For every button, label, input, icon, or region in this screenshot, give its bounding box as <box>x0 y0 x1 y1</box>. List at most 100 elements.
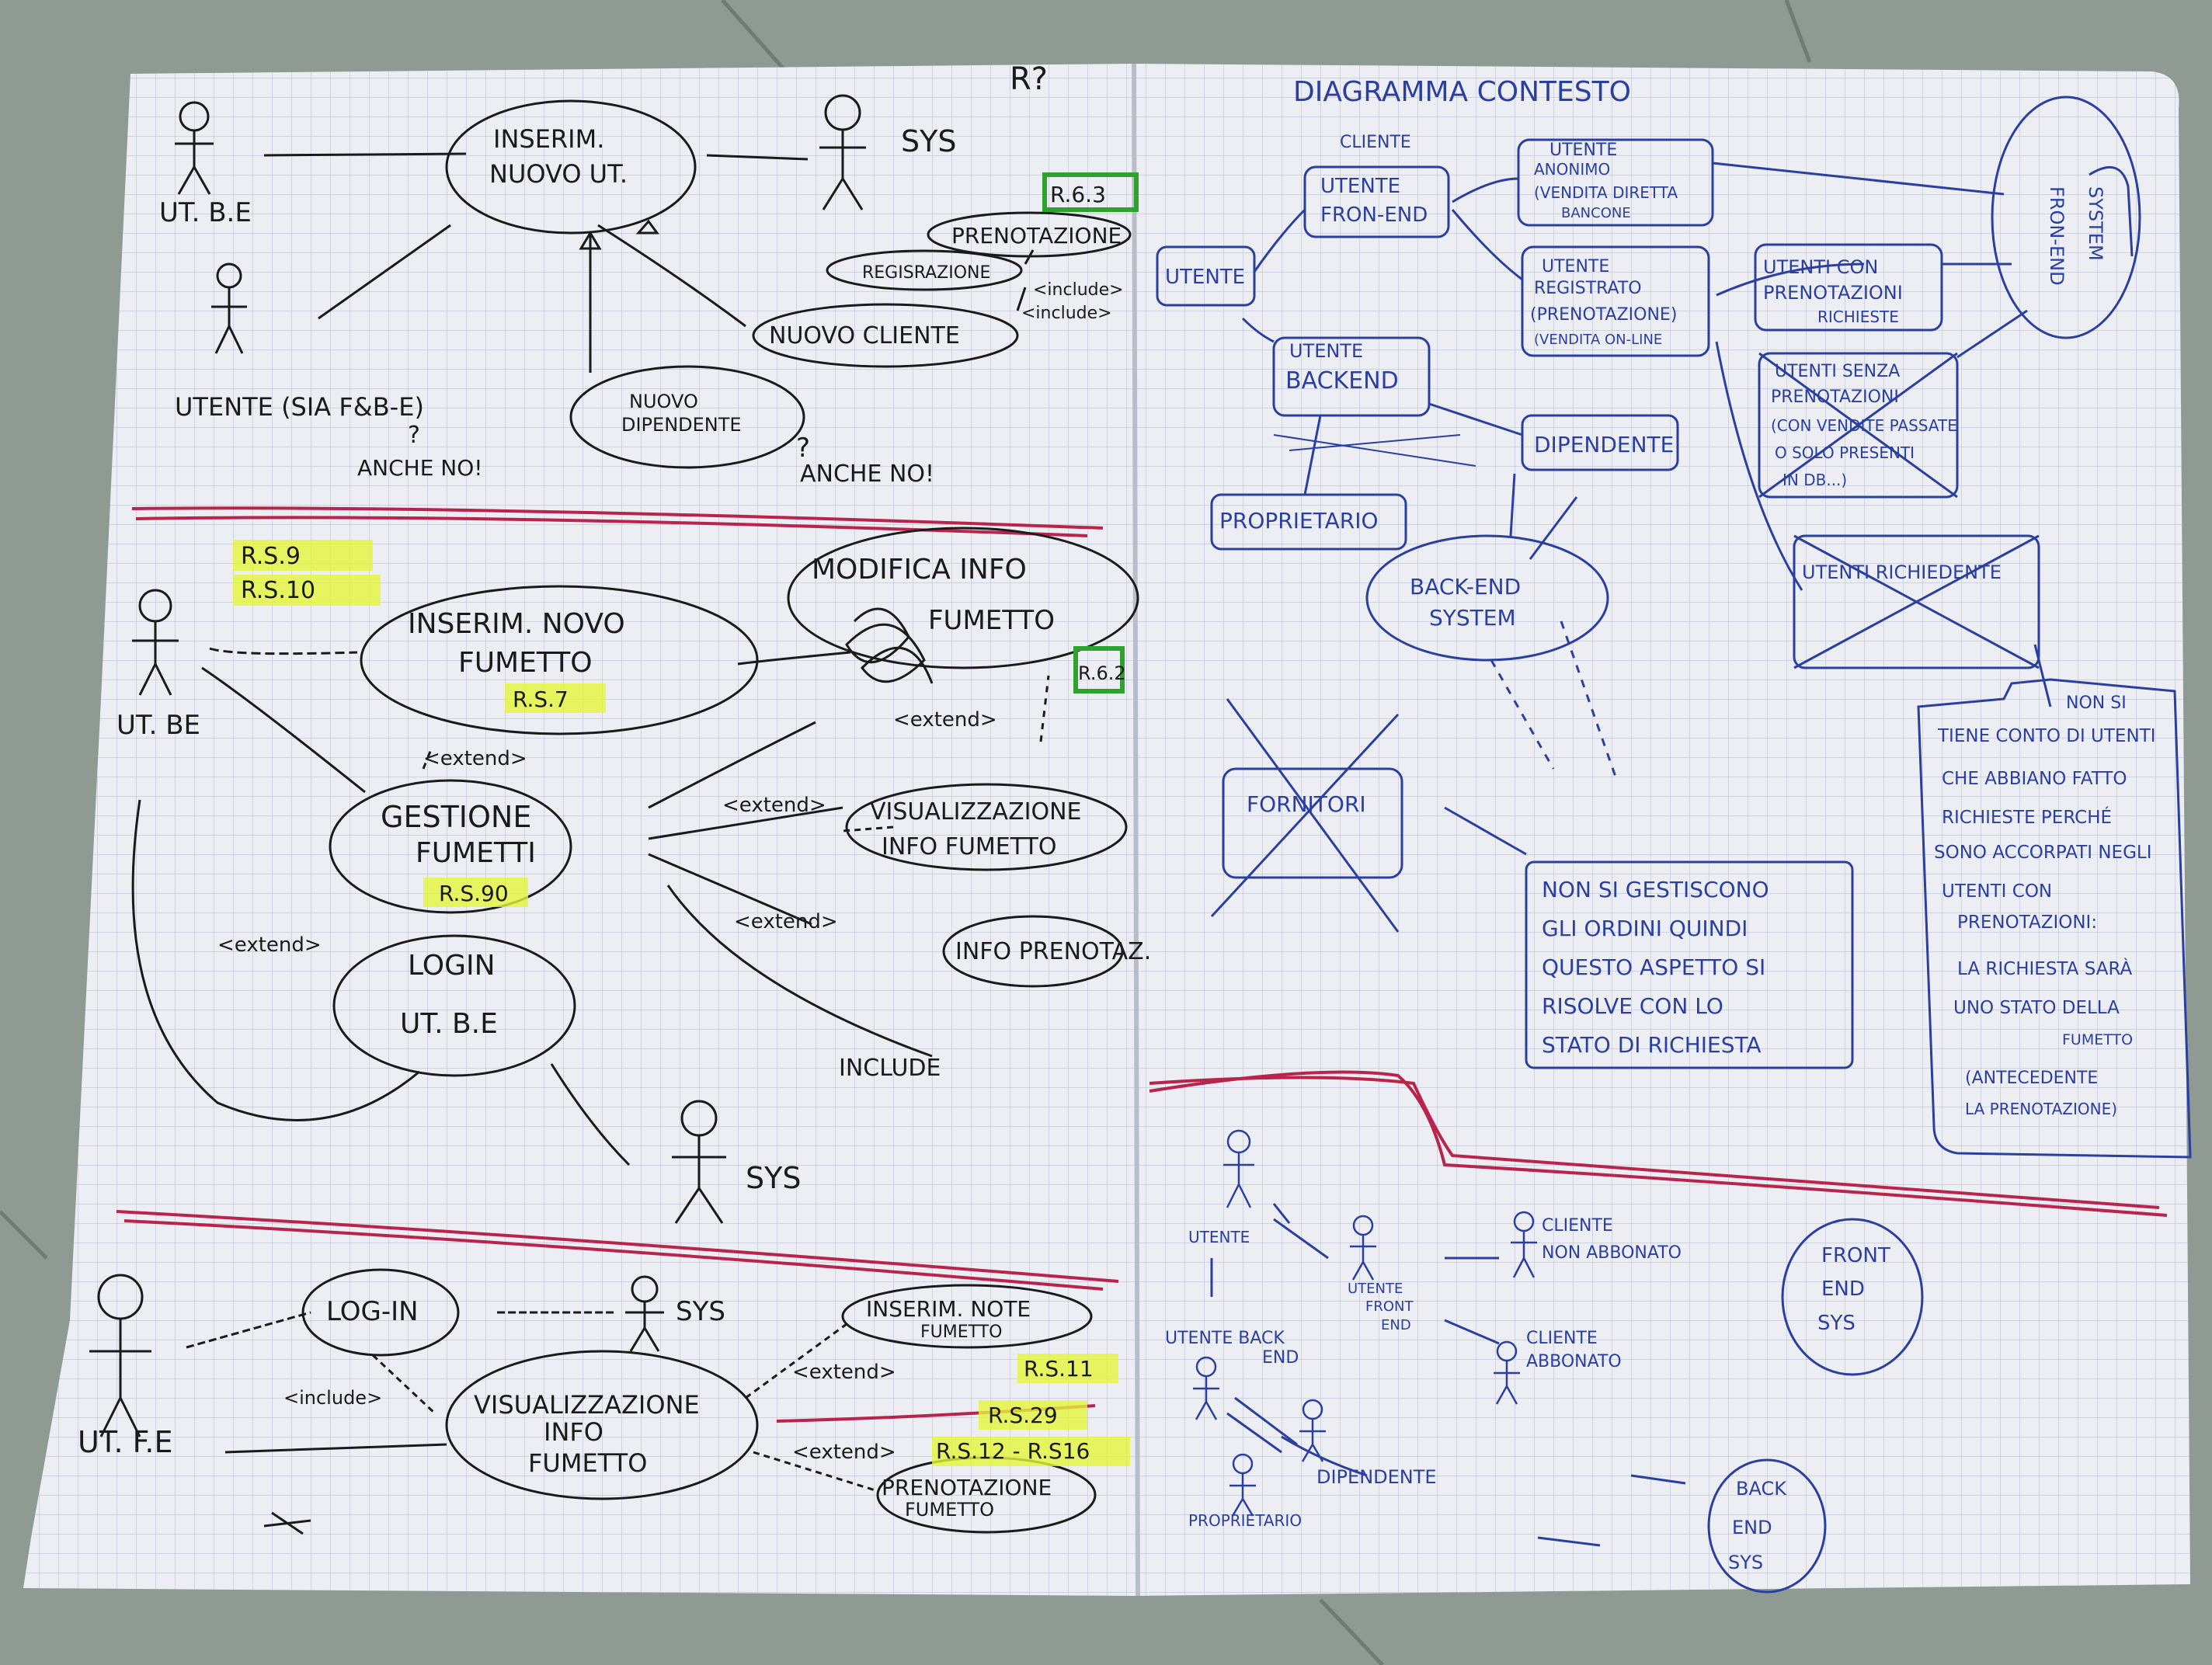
utente-backend-line1: UTENTE <box>1289 340 1363 362</box>
include-label-fe: <include> <box>283 1387 382 1409</box>
hl-rs7: R.S.7 <box>513 687 569 712</box>
uc-inserim-line1: INSERIM. <box>493 124 604 154</box>
actor-sys-2-label: SYS <box>746 1161 801 1195</box>
bottom-front-sys-2: END <box>1821 1277 1865 1301</box>
scribble-include: INCLUDE <box>839 1055 941 1082</box>
cliente-label: CLIENTE <box>1340 133 1411 152</box>
actor-utente-label: UTENTE (SIA F&B-E) <box>175 392 424 422</box>
uc-note-line1: INSERIM. NOTE <box>866 1296 1031 1322</box>
hl-rs10: R.S.10 <box>241 577 315 604</box>
left-actors <box>89 94 866 1437</box>
dipendente-box: DIPENDENTE <box>1534 432 1674 457</box>
label-r-question: R? <box>1010 61 1048 97</box>
bottom-utente-front-1: UTENTE <box>1348 1281 1403 1297</box>
uc-inserim-line2: NUOVO UT. <box>489 159 628 189</box>
diagram-title: DIAGRAMMA CONTESTO <box>1293 76 1631 108</box>
left-page-ink <box>131 99 1139 1535</box>
backend-system-line1: BACK-END <box>1410 574 1521 600</box>
actor-sys-label: SYS <box>901 124 956 158</box>
hl-rs12-rs16: R.S.12 - R.S16 <box>936 1438 1090 1464</box>
uc-login-fe: LOG-IN <box>326 1296 419 1327</box>
crossed-richiedente: UTENTI RICHIEDENTE <box>1802 561 2002 583</box>
crossed-senza-line3: (CON VENDITE PASSATE <box>1771 416 1957 435</box>
utente-front-line1: UTENTE <box>1320 175 1400 198</box>
bottom-dipendente: DIPENDENTE <box>1316 1466 1437 1488</box>
note-question-1: ? <box>408 422 420 449</box>
note-right-2: CHE ABBIANO FATTO <box>1942 769 2127 789</box>
extend-label-1: <extend> <box>423 747 527 770</box>
bottom-front-sys-3: SYS <box>1817 1312 1856 1335</box>
uc-inserim-fumetto-line1: INSERIM. NOVO <box>408 608 625 640</box>
hl-rs11: R.S.11 <box>1024 1356 1094 1382</box>
proprietario-box: PROPRIETARIO <box>1219 508 1379 534</box>
bottom-utente-back-1: UTENTE BACK <box>1165 1329 1285 1348</box>
note-right-3: RICHIESTE PERCHÉ <box>1942 806 2112 828</box>
actor-utente-1 <box>211 262 247 354</box>
bottom-utente: UTENTE <box>1188 1228 1250 1246</box>
note-non-si: NON SI <box>2066 693 2127 713</box>
utente-front-line2: FRON-END <box>1320 203 1428 227</box>
hl-rs90: R.S.90 <box>439 881 509 906</box>
extend-label-4: <extend> <box>734 910 838 933</box>
bottom-proprietario: PROPRIETARIO <box>1188 1511 1302 1530</box>
actor-sys-3 <box>625 1275 664 1352</box>
utente-registrato-line3: (PRENOTAZIONE) <box>1530 305 1677 325</box>
right-text: DIAGRAMMA CONTESTO CLIENTE UTENTE UTENTE… <box>1165 76 2156 1573</box>
uc-visualizz-line1: VISUALIZZAZIONE <box>870 798 1082 826</box>
utente-registrato-line2: REGISTRATO <box>1534 279 1642 298</box>
backend-system-line2: SYSTEM <box>1429 605 1516 631</box>
uc-visualizz-fe-line3: FUMETTO <box>528 1448 647 1478</box>
tag-r63: R.6.3 <box>1050 182 1106 207</box>
floor-tile-seams <box>0 0 1812 1665</box>
bottom-back-sys-1: BACK <box>1736 1478 1787 1500</box>
left-text: R? R.6.3 R.6.2 UT. B.E SYS UTENTE (SIA F… <box>78 61 1151 1521</box>
note-ordini-line3: QUESTO ASPETTO SI <box>1542 954 1765 980</box>
utente-anonimo-line1: UTENTE <box>1549 141 1617 160</box>
uc-modifica-line2: FUMETTO <box>928 605 1055 636</box>
right-actors <box>1193 1129 1537 1517</box>
extend-label-3: <extend> <box>722 794 826 817</box>
note-right-1: TIENE CONTO DI UTENTI <box>1937 726 2156 746</box>
uc-note-line2: FUMETTO <box>920 1323 1002 1342</box>
uc-info-prenotaz: INFO PRENOTAZ. <box>955 938 1151 965</box>
crossed-senza-line1: UTENTI SENZA <box>1775 362 1900 381</box>
note-ordini-line4: RISOLVE CON LO <box>1542 993 1723 1019</box>
actor-utente-b <box>1223 1129 1254 1208</box>
actor-proprietario-b <box>1229 1453 1256 1517</box>
bottom-front-sys-1: FRONT <box>1821 1244 1890 1267</box>
actor-ut-be-1 <box>175 101 214 195</box>
bottom-back-sys-3: SYS <box>1728 1552 1763 1573</box>
actor-utente-front-b <box>1350 1215 1376 1281</box>
note-right-10: (ANTECEDENTE <box>1965 1069 2098 1088</box>
uc-gestione-line2: FUMETTI <box>416 837 536 869</box>
note-right-11: LA PRENOTAZIONE) <box>1965 1100 2117 1118</box>
utente-anonimo-line3: (VENDITA DIRETTA <box>1534 183 1678 202</box>
note-right-5: UTENTI CON <box>1942 881 2052 902</box>
uc-visualizz-fe-line2: INFO <box>544 1417 603 1447</box>
note-ordini-line2: GLI ORDINI QUINDI <box>1542 916 1748 941</box>
highlights <box>233 172 1139 1466</box>
actor-dipendente-b <box>1299 1399 1326 1462</box>
right-page-ink <box>1156 96 2192 1594</box>
utente-anonimo-line2: ANONIMO <box>1534 160 1610 179</box>
notebook <box>23 63 2190 1597</box>
uc-nuovo-cliente: NUOVO CLIENTE <box>769 322 960 349</box>
fornitori-box: FORNITORI <box>1247 791 1366 817</box>
bottom-back-sys-2: END <box>1732 1517 1772 1538</box>
uc-gestione-line1: GESTIONE <box>381 800 531 834</box>
bottom-cliente-abb-1: CLIENTE <box>1526 1329 1598 1348</box>
utente-backend-line2: BACKEND <box>1285 367 1399 395</box>
actor-ut-be-label: UT. B.E <box>159 197 252 228</box>
actor-sys-1 <box>819 94 866 210</box>
uc-pren-fumetto-line2: FUMETTO <box>905 1499 994 1521</box>
bottom-utente-front-2: FRONT <box>1365 1298 1414 1315</box>
uc-pren-fumetto-line1: PRENOTAZIONE <box>882 1475 1052 1500</box>
extend-label-5: <extend> <box>217 933 322 957</box>
note-right-7: LA RICHIESTA SARÀ <box>1957 958 2133 979</box>
uc-nuovo-dip-line1: NUOVO <box>629 391 698 412</box>
extend-label-fe-2: <extend> <box>792 1441 896 1464</box>
note-right-9: FUMETTO <box>2062 1031 2133 1048</box>
hl-rs9: R.S.9 <box>241 543 301 570</box>
